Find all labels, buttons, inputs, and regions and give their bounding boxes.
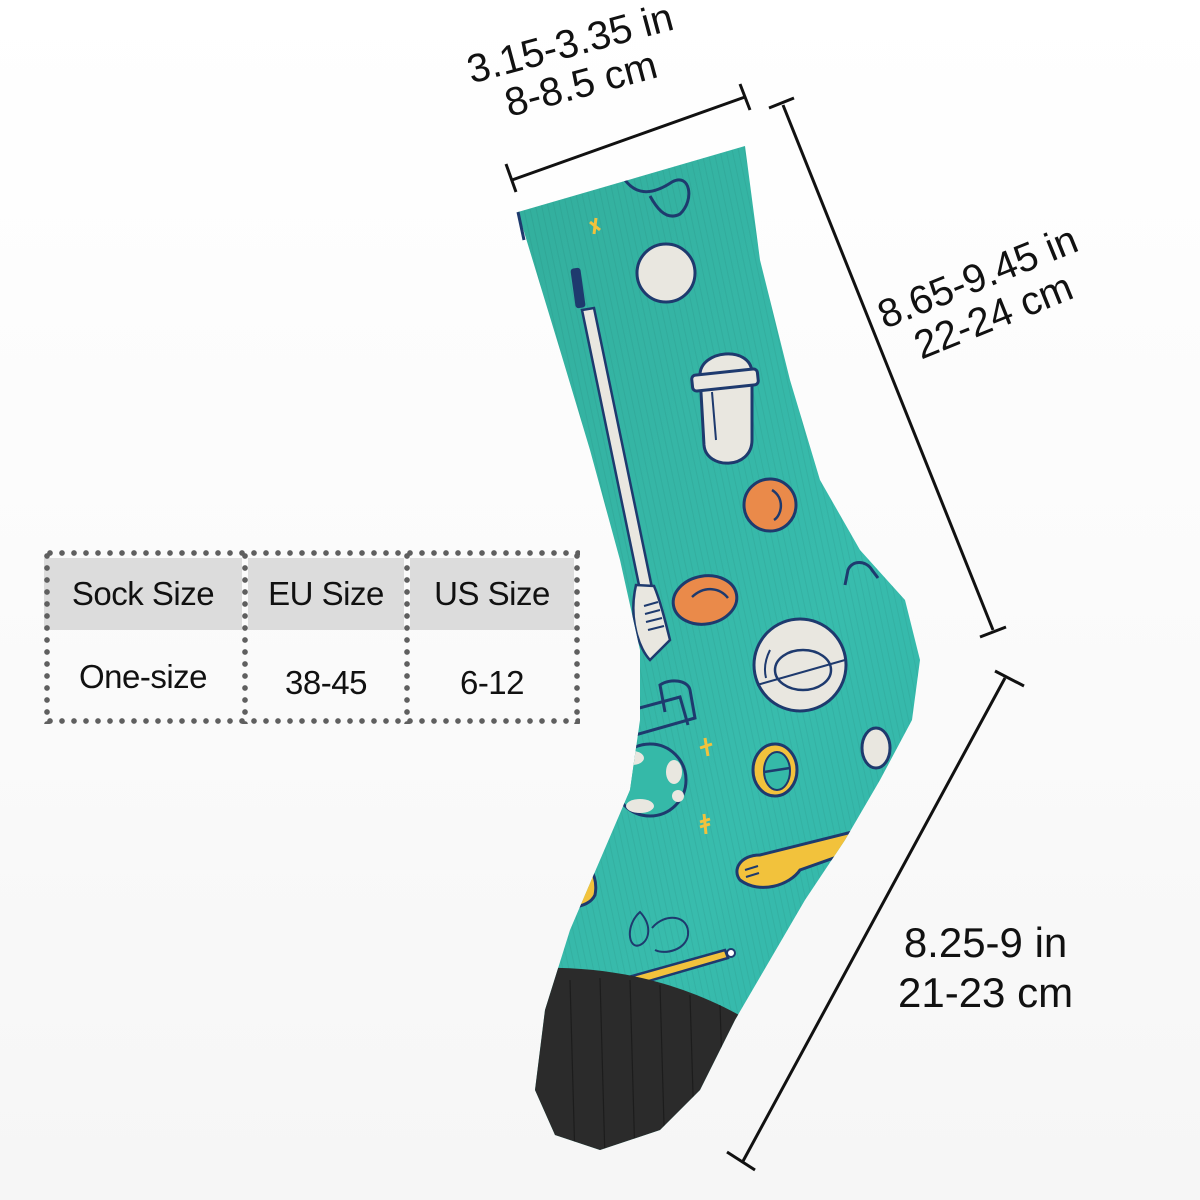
size-chart-table: Sock Size EU Size US Size One-size 38-45…	[44, 550, 580, 724]
table-border-bottom	[44, 718, 580, 724]
value-eu-size: 38-45	[285, 664, 367, 701]
table-divider-2	[404, 550, 410, 724]
header-eu-size: EU Size	[248, 558, 404, 630]
header-sock-size: Sock Size	[44, 558, 242, 630]
top-width-dimension-line	[504, 83, 752, 193]
table-border-right	[574, 550, 580, 724]
cuff-edge	[516, 211, 526, 241]
header-us-size: US Size	[410, 558, 574, 630]
leg-length-dimension-line	[768, 96, 1007, 639]
foot-length-cm: 21-23 cm	[898, 969, 1074, 1016]
foot-length-label: 8.25-9 in 21-23 cm	[898, 918, 1073, 1018]
table-border-top	[44, 550, 580, 556]
table-border-left	[44, 550, 50, 724]
foot-length-dimension-line	[726, 669, 1025, 1172]
table-divider-1	[242, 550, 248, 724]
value-us-size: 6-12	[459, 664, 525, 701]
value-sock-size: One-size	[78, 658, 208, 695]
foot-length-inches: 8.25-9 in	[903, 919, 1068, 966]
